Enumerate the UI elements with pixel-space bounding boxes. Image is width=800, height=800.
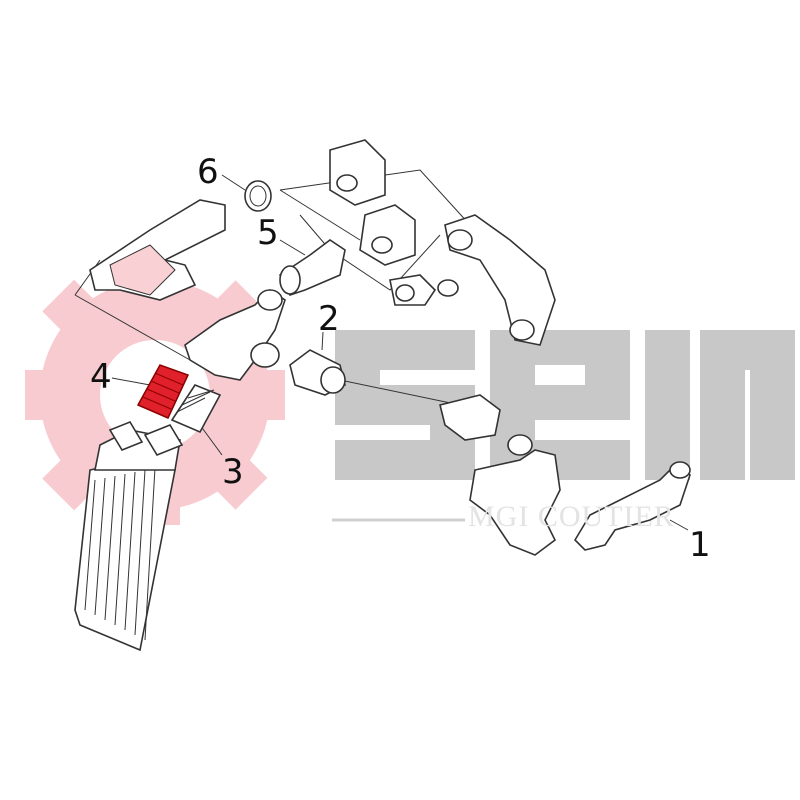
intake-pipe-assembly (89, 199, 286, 381)
hose-1-part (573, 461, 691, 551)
callout-5: 5 (257, 213, 279, 253)
callout-2: 2 (318, 299, 340, 339)
elbow-5-part (278, 239, 346, 296)
hose-4-highlighted-part (136, 364, 190, 419)
callout-3: 3 (222, 452, 244, 492)
turbo-egr-part (439, 394, 561, 556)
hose-3-part (170, 384, 222, 434)
leader-lines (74, 169, 689, 531)
throttle-bodies (329, 139, 459, 306)
callout-4: 4 (90, 357, 112, 397)
intercooler-part (74, 421, 184, 652)
sleeve-6-part (244, 180, 272, 212)
watermark-subtitle: MGI COUTIER (468, 500, 675, 533)
intake-manifold (444, 214, 556, 346)
callout-1: 1 (689, 525, 711, 565)
coupling-2-part (289, 349, 346, 396)
callout-6: 6 (197, 152, 219, 192)
watermark-seim-letters (335, 330, 795, 480)
